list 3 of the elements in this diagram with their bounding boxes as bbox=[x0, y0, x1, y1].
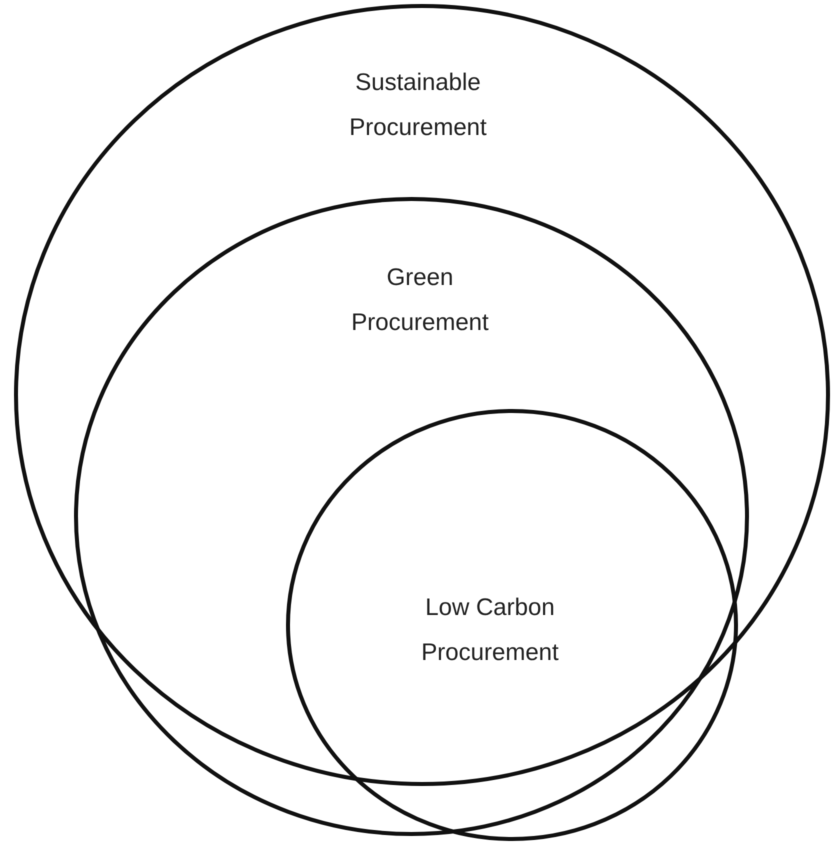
circle-label: Sustainable Procurement bbox=[348, 68, 488, 143]
circle-label: Low Carbon Procurement bbox=[420, 593, 560, 668]
circle-label: Green Procurement bbox=[350, 263, 490, 338]
